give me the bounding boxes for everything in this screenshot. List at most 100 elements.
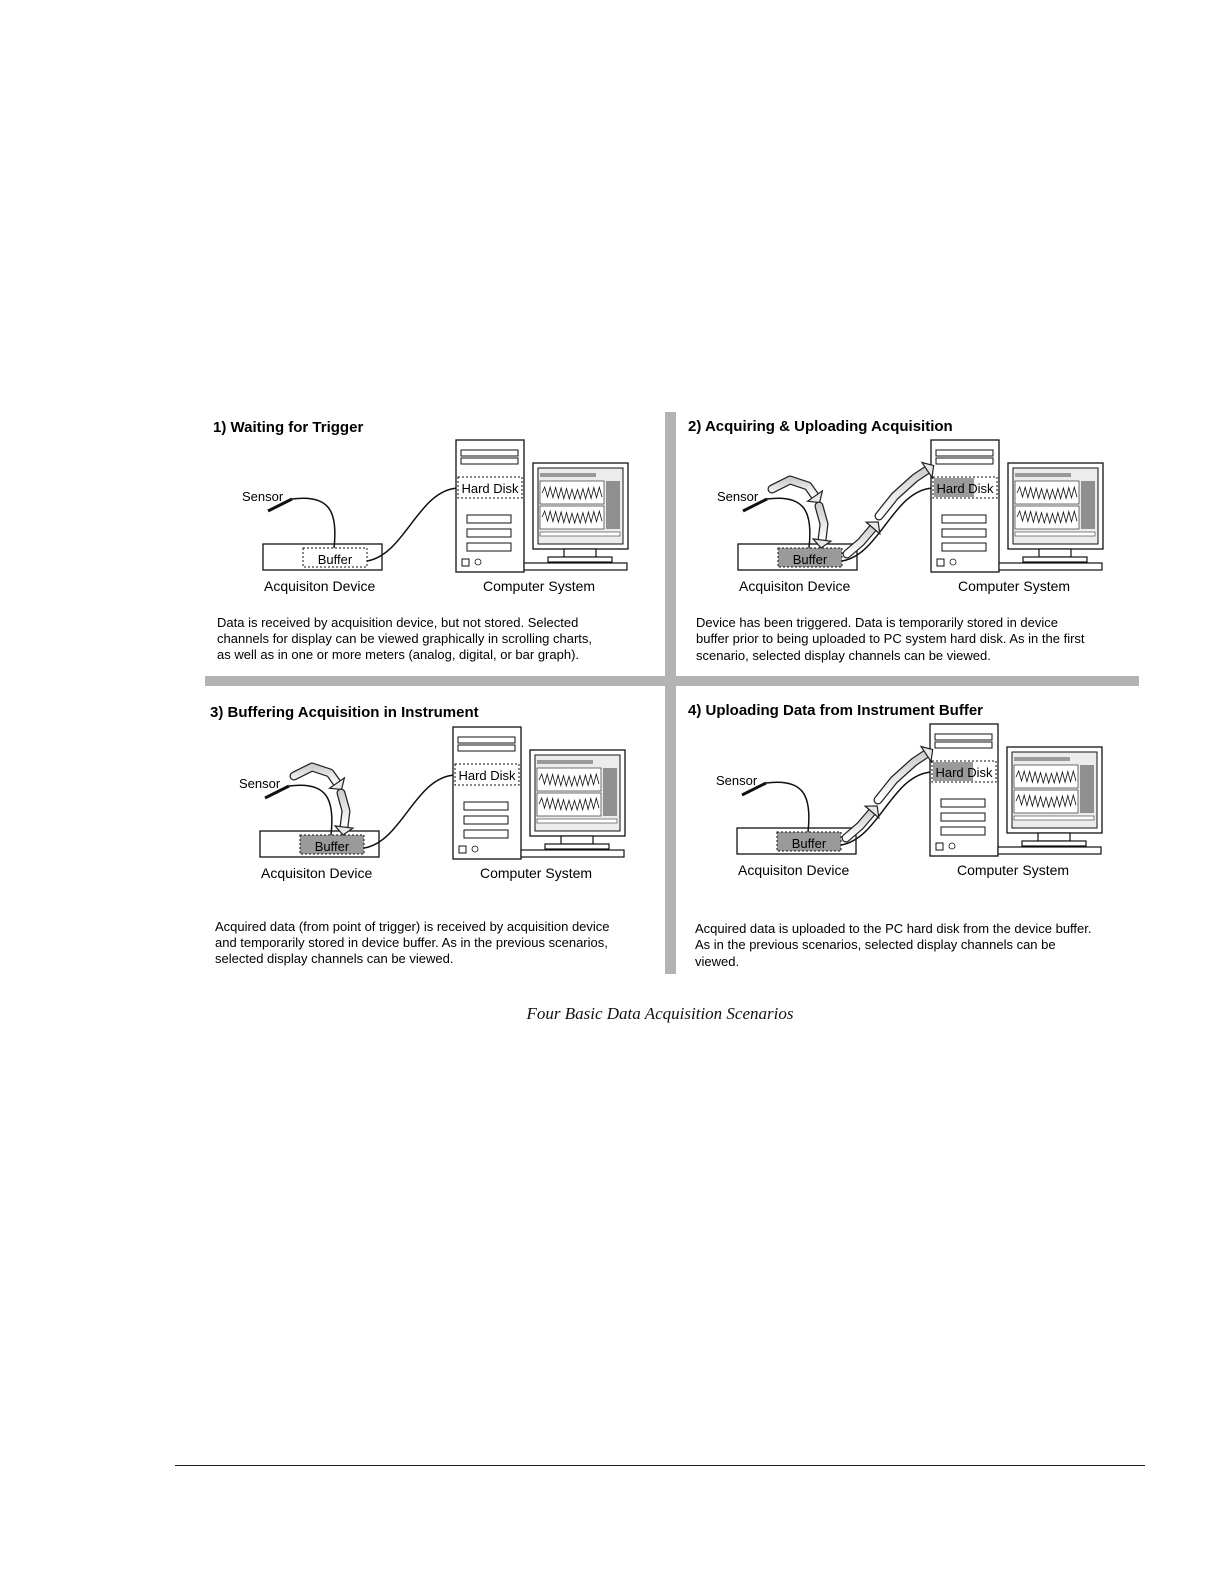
monitor-base: [548, 557, 612, 562]
drive-bay: [458, 737, 515, 743]
description-line: Acquired data is uploaded to the PC hard…: [695, 921, 1092, 936]
drive-slot: [941, 827, 985, 835]
computer-label: Computer System: [483, 578, 595, 594]
description-line: as well as in one or more meters (analog…: [217, 647, 579, 662]
sensor-to-buffer-arrow: [335, 793, 353, 835]
drive-slot: [467, 543, 511, 551]
monitor-neck: [564, 549, 596, 557]
chart-pane: [1014, 765, 1078, 788]
keyboard: [999, 563, 1102, 570]
scenario-1-description: Data is received by acquisition device, …: [217, 615, 592, 662]
drive-bay: [935, 734, 992, 740]
sensor-label: Sensor: [242, 489, 284, 504]
monitor-base: [545, 844, 609, 849]
description-line: viewed.: [695, 954, 739, 969]
arrow-body: [879, 470, 927, 516]
buffer-label: Buffer: [318, 552, 353, 567]
description-line: As in the previous scenarios, selected d…: [695, 937, 1056, 952]
sensor-label: Sensor: [239, 776, 281, 791]
meter-panel: [603, 768, 617, 816]
meter-panel: [1081, 481, 1095, 529]
scenario-4-description: Acquired data is uploaded to the PC hard…: [695, 921, 1092, 969]
sensor-to-buffer-arrow: [772, 480, 822, 503]
scenario-3-title: 3) Buffering Acquisition in Instrument: [210, 704, 479, 721]
device-label: Acquisiton Device: [261, 865, 372, 881]
power-button: [459, 846, 466, 853]
chart-pane: [537, 793, 601, 816]
drive-slot: [942, 515, 986, 523]
monitor-neck: [561, 836, 593, 844]
monitor-neck: [1038, 833, 1070, 841]
drive-slot: [467, 515, 511, 523]
keyboard: [998, 847, 1101, 854]
screen-toolbar: [537, 760, 593, 764]
description-line: scenario, selected display channels can …: [696, 648, 991, 663]
scenario-4-title: 4) Uploading Data from Instrument Buffer: [688, 702, 983, 719]
drive-slot: [942, 529, 986, 537]
horizontal-divider: [205, 676, 1139, 686]
chart-pane: [540, 506, 604, 529]
scenario-1-title: 1) Waiting for Trigger: [213, 419, 363, 436]
hard-disk-label: Hard Disk: [458, 768, 516, 783]
screen-toolbar: [1015, 473, 1071, 477]
meter-panel: [1080, 765, 1094, 813]
sensor-to-buffer-arrow: [813, 506, 831, 548]
arrow-body: [847, 528, 873, 554]
power-button: [937, 559, 944, 566]
figure-caption: Four Basic Data Acquisition Scenarios: [0, 1004, 1224, 1024]
keyboard: [524, 563, 627, 570]
status-bar: [1015, 532, 1095, 536]
description-line: Acquired data (from point of trigger) is…: [215, 919, 610, 934]
scenario-3-scene: Buffer Sensor Hard DiskAcquisiton Device Co…: [239, 727, 625, 881]
power-button: [462, 559, 469, 566]
reset-button: [475, 559, 481, 565]
buffer-label: Buffer: [793, 552, 828, 567]
hard-disk-label: Hard Disk: [461, 481, 519, 496]
sensor-cable: [766, 782, 809, 832]
sensor-cable: [289, 785, 332, 835]
sensor-label: Sensor: [716, 773, 758, 788]
arrow-body: [846, 812, 872, 838]
power-button: [936, 843, 943, 850]
reset-button: [950, 559, 956, 565]
reset-button: [949, 843, 955, 849]
description-line: channels for display can be viewed graph…: [217, 631, 592, 646]
drive-bay: [936, 458, 993, 464]
monitor-base: [1023, 557, 1087, 562]
vertical-divider: [665, 412, 676, 974]
sensor-cable: [767, 498, 810, 548]
monitor-base: [1022, 841, 1086, 846]
computer-label: Computer System: [957, 862, 1069, 878]
device-label: Acquisiton Device: [264, 578, 375, 594]
sensor-label: Sensor: [717, 489, 759, 504]
drive-bay: [935, 742, 992, 748]
sensor-to-buffer-arrow: [294, 767, 344, 790]
status-bar: [1014, 816, 1094, 820]
arrow-body: [878, 754, 926, 800]
scenario-2-title: 2) Acquiring & Uploading Acquisition: [688, 418, 953, 435]
buffer-label: Buffer: [792, 836, 827, 851]
hard-disk-label: Hard Disk: [936, 481, 994, 496]
drive-slot: [941, 813, 985, 821]
chart-pane: [1015, 481, 1079, 504]
computer-label: Computer System: [480, 865, 592, 881]
meter-panel: [606, 481, 620, 529]
drive-slot: [941, 799, 985, 807]
screen-toolbar: [540, 473, 596, 477]
screen-toolbar: [1014, 757, 1070, 761]
drive-slot: [464, 802, 508, 810]
description-line: selected display channels can be viewed.: [215, 951, 453, 966]
computer-label: Computer System: [958, 578, 1070, 594]
chart-pane: [537, 768, 601, 791]
drive-slot: [464, 830, 508, 838]
device-label: Acquisiton Device: [739, 578, 850, 594]
drive-bay: [461, 450, 518, 456]
description-line: Device has been triggered. Data is tempo…: [696, 615, 1058, 630]
drive-bay: [936, 450, 993, 456]
drive-slot: [942, 543, 986, 551]
drive-slot: [464, 816, 508, 824]
buffer-label: Buffer: [315, 839, 350, 854]
